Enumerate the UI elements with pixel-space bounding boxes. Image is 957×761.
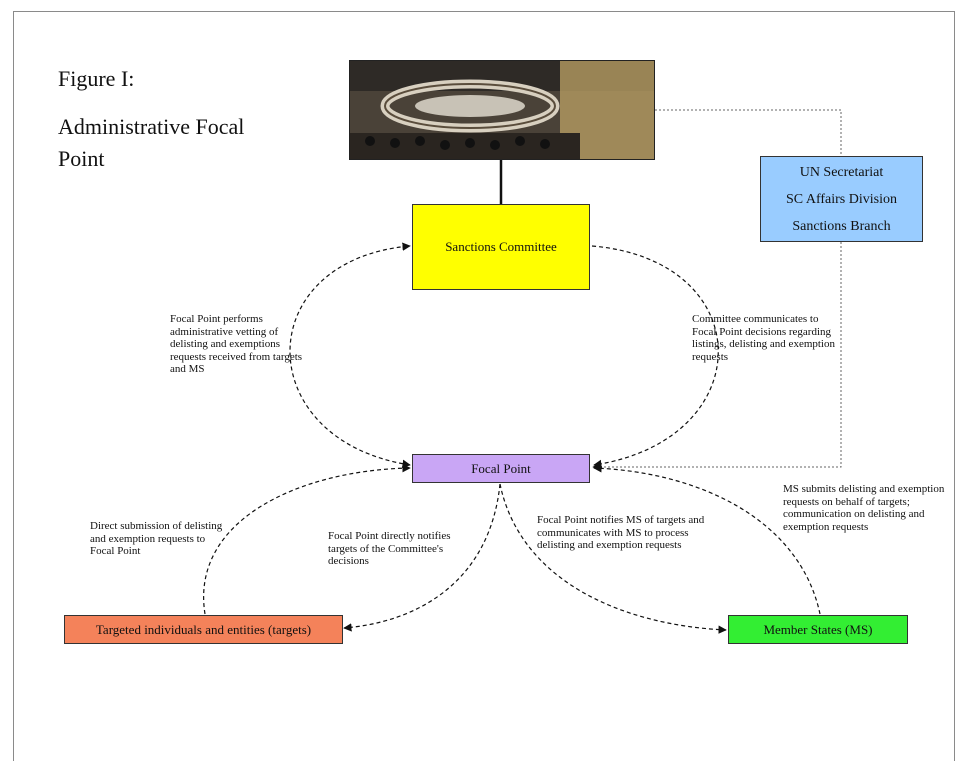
vetting-annotation: Focal Point performs administrative vett… xyxy=(170,313,303,375)
figure-label: Figure I: xyxy=(58,66,135,91)
member-states-box: Member States (MS) xyxy=(728,615,908,644)
figure-title: Administrative Focal Point xyxy=(58,114,245,171)
sanctions-committee-box: Sanctions Committee xyxy=(412,204,590,290)
notifies-targets-annotation: Focal Point directly notifies targets of… xyxy=(328,530,451,567)
sanctions-branch-line: Sanctions Branch xyxy=(792,218,891,234)
focal-point-box: Focal Point xyxy=(412,454,590,483)
ms-submits-annotation: MS submits delisting and exemption reque… xyxy=(783,483,945,533)
notifies-ms-annotation: Focal Point notifies MS of targets and c… xyxy=(537,514,705,551)
un-secretariat-box: UN Secretariat SC Affairs Division Sanct… xyxy=(760,156,923,242)
targets-box: Targeted individuals and entities (targe… xyxy=(64,615,343,644)
page-frame xyxy=(13,11,955,761)
direct-submission-annotation: Direct submission of delisting and exemp… xyxy=(90,520,223,557)
security-council-photo xyxy=(349,60,655,160)
committee-communicates-annotation: Committee communicates to Focal Point de… xyxy=(692,313,835,363)
un-secretariat-line: UN Secretariat xyxy=(799,164,884,180)
sc-affairs-division-line: SC Affairs Division xyxy=(786,191,897,207)
